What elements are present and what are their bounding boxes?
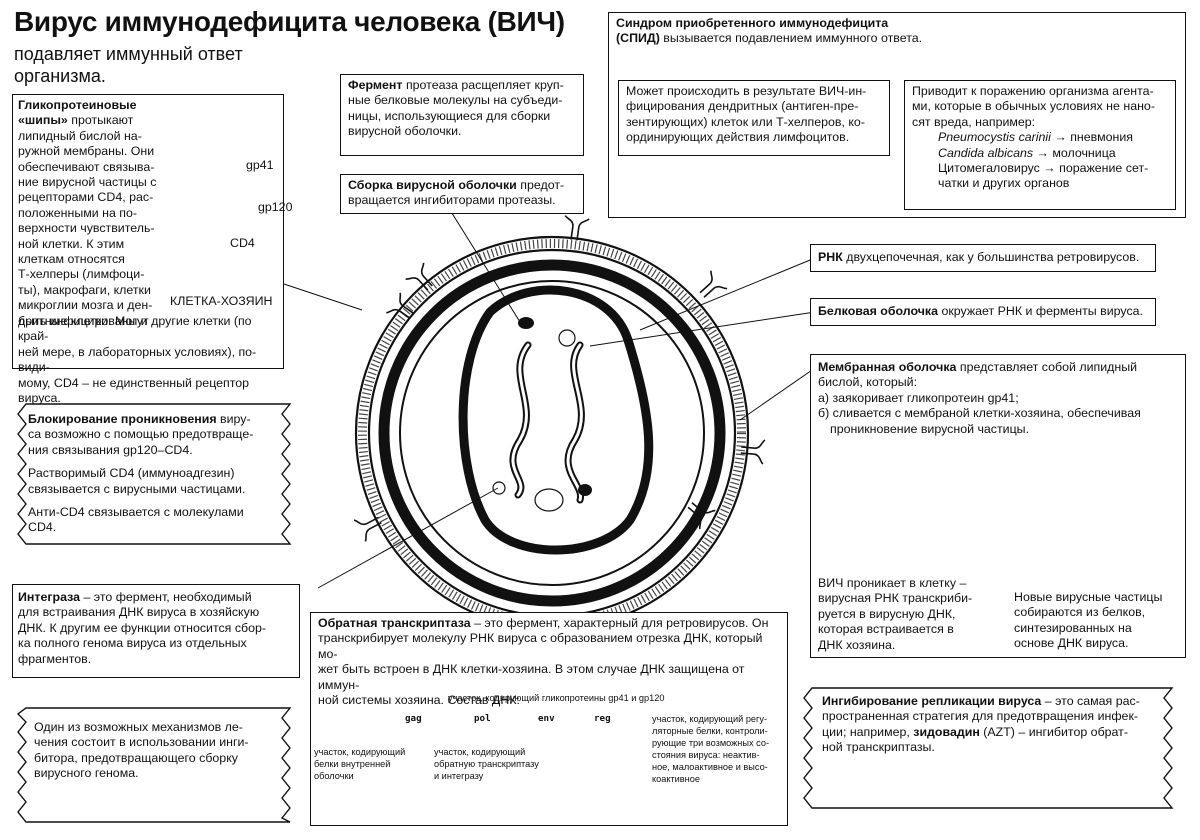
reverse-transcriptase-heading: Обратная транскриптаза — [318, 616, 471, 630]
label-gp120: gp120 — [258, 200, 292, 215]
enzyme-dark-2 — [578, 484, 592, 496]
membrane-caption-entry: ВИЧ проникает в клетку – вирусная РНК тр… — [818, 576, 988, 653]
glycoprotein-text: Гликопротеиновые «шипы» протыкают липидн… — [18, 98, 168, 329]
gag-region-label: участок, кодирующий белки внутренней обо… — [314, 746, 424, 782]
virus-particle — [356, 237, 748, 629]
glycoprotein-text-tail: быть инфицированы и другие клетки (по кр… — [18, 314, 283, 406]
enzyme-dark-1 — [518, 317, 534, 329]
enzyme-text: Фермент протеаза расщепляет круп- ные бе… — [348, 78, 584, 140]
membrane-hatching — [363, 244, 742, 623]
membrane-text: Мембранная оболочка представляет собой л… — [818, 360, 1180, 437]
gene-env: env — [538, 713, 555, 725]
enzyme-light-2 — [535, 489, 563, 511]
integrase-heading: Интеграза — [18, 590, 80, 604]
page-title: Вирус иммунодефицита человека (ВИЧ) — [14, 6, 565, 38]
subtitle-line-1: подавляет иммунный ответ — [14, 44, 243, 65]
enzyme-light-1 — [559, 330, 575, 346]
protein-coat-text: Белковая оболочка окружает РНК и фермент… — [818, 304, 1143, 319]
subtitle-line-2: организма. — [14, 66, 106, 87]
enzyme-light-3 — [493, 482, 505, 494]
membrane-inner-line — [369, 250, 735, 616]
label-cd4: CD4 — [230, 236, 255, 251]
protein-coat-heading: Белковая оболочка — [818, 304, 938, 318]
integrase-text: Интеграза – это фермент, необходимый для… — [18, 590, 298, 667]
enzyme-heading: Фермент — [348, 78, 402, 92]
label-gp41: gp41 — [246, 158, 274, 173]
gene-gag: gag — [405, 713, 422, 725]
rna-heading: РНК — [818, 250, 843, 264]
inhibition-text: Ингибирование репликации вируса – это са… — [822, 694, 1162, 756]
blocking-text: Блокирование проникновения виру- са возм… — [28, 412, 286, 536]
reg-region-label: участок, кодирующий регу- ляторные белки… — [652, 713, 786, 785]
pol-region-label: участок, кодирующий обратную транскрипта… — [434, 746, 574, 782]
gene-reg: reg — [594, 713, 611, 725]
rna-text: РНК двухцепочечная, как у большинства ре… — [818, 250, 1139, 265]
treatment-text: Один из возможных механизмов ле- чения с… — [34, 720, 280, 782]
inhibition-heading: Ингибирование репликации вируса — [822, 694, 1041, 708]
membrane-heading: Мембранная оболочка — [818, 360, 956, 374]
aids-cause-text: Может происходить в результате ВИЧ-ин- ф… — [626, 84, 888, 146]
protein-coat-inner-line — [400, 281, 704, 585]
blocking-heading: Блокирование проникновения — [28, 412, 217, 426]
assembly-text: Сборка вирусной оболочки предот- вращает… — [348, 178, 584, 209]
aids-effects-text: Приводит к поражению организма агента- м… — [912, 84, 1174, 192]
gene-pol: pol — [474, 713, 491, 725]
aids-heading-block: Синдром приобретенного иммунодефицита (С… — [616, 16, 1176, 47]
membrane-outer-line — [356, 237, 748, 629]
aids-heading: Синдром приобретенного иммунодефицита — [616, 16, 888, 30]
membrane-caption-assembly: Новые вирусные частицы собираются из бел… — [1014, 590, 1180, 652]
env-region-label: участок, кодирующий гликопротеины gp41 и… — [448, 692, 664, 704]
assembly-heading: Сборка вирусной оболочки — [348, 178, 517, 192]
label-host-cell: КЛЕТКА-ХОЗЯИН — [170, 294, 272, 309]
